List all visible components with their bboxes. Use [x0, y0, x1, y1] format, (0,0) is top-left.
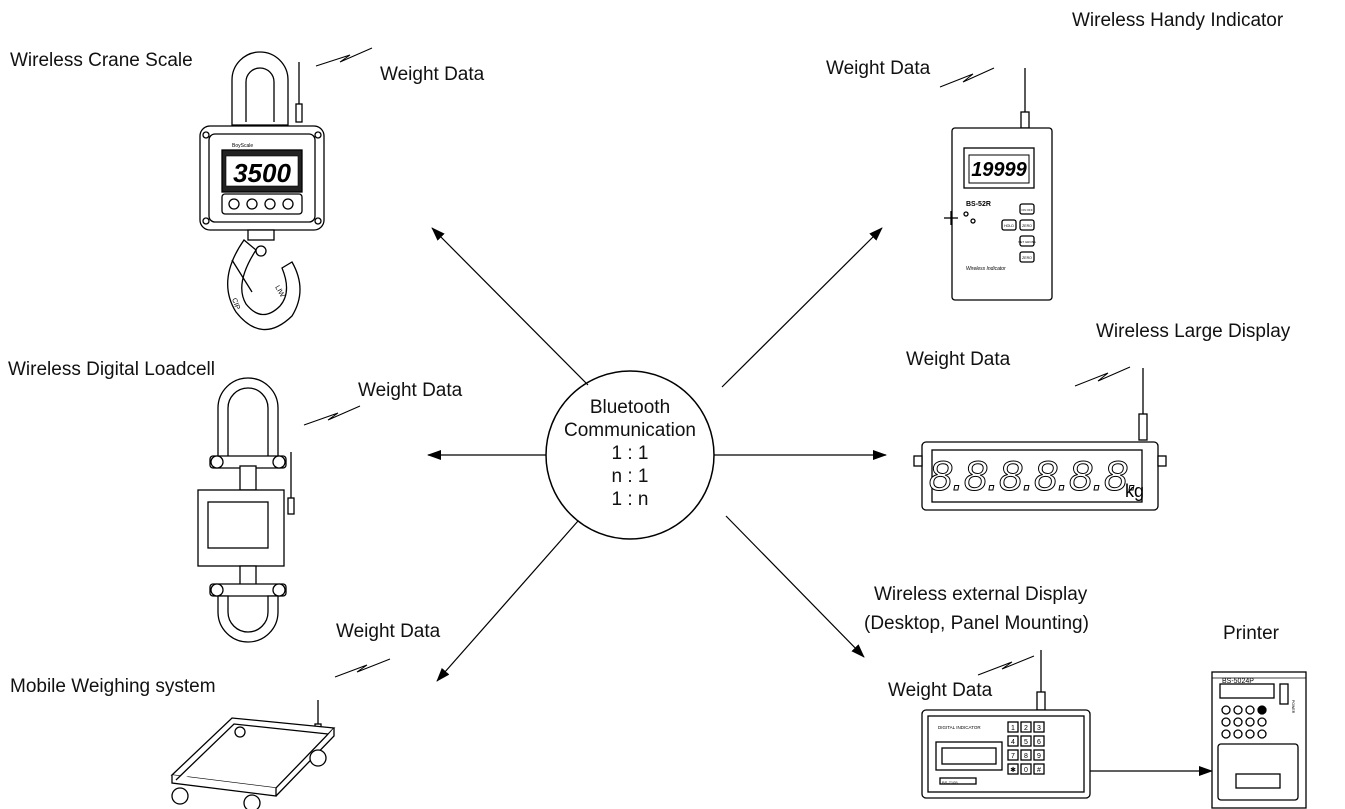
- hub-mode-1: 1 : 1: [611, 443, 649, 464]
- external-display-key-star: ✱: [1010, 766, 1016, 774]
- printer-label: Printer: [1223, 623, 1279, 644]
- handy-indicator-signal-label: Weight Data: [826, 58, 931, 79]
- external-display-key-6: 6: [1037, 739, 1041, 746]
- crane-scale-reading: 3500: [233, 158, 291, 188]
- arrow-to-handy-indicator: [721, 227, 883, 388]
- crane-scale-device: [199, 51, 325, 331]
- handy-indicator-label: Wireless Handy Indicator: [1072, 10, 1284, 31]
- crane-scale-label: Wireless Crane Scale: [10, 50, 193, 71]
- signal-icon-large-display: [1074, 366, 1131, 387]
- arrow-to-mobile-system: [436, 520, 579, 682]
- arrow-to-crane-scale: [431, 227, 589, 386]
- external-display-key-7: 7: [1011, 753, 1015, 760]
- loadcell-label: Wireless Digital Loadcell: [8, 359, 215, 380]
- handy-indicator-footer: Wireless Indicator: [966, 266, 1006, 272]
- handy-btn-net-gross: NET GROSS: [1018, 240, 1036, 244]
- external-display-signal-label: Weight Data: [888, 680, 993, 701]
- crane-scale-signal-label: Weight Data: [380, 64, 485, 85]
- large-display-signal-label: Weight Data: [906, 349, 1011, 370]
- handy-btn-on-off: ON OFF: [1021, 208, 1032, 212]
- handy-indicator-reading: 19999: [971, 159, 1027, 181]
- crane-scale-brand: BoyScale: [232, 143, 253, 149]
- signal-icon-handy: [939, 67, 995, 88]
- external-display-panel-title: DIGITAL INDICATOR: [938, 725, 981, 730]
- handy-btn-hold: HOLD: [1004, 224, 1014, 228]
- signal-icon-external: [977, 655, 1035, 676]
- handy-indicator-model: BS-52R: [966, 201, 991, 208]
- external-display-key-9: 9: [1037, 753, 1041, 760]
- external-display-key-5: 5: [1024, 739, 1028, 746]
- hub-title-line-1: Bluetooth: [589, 397, 671, 418]
- external-display-key-3: 3: [1037, 725, 1041, 732]
- handy-btn-zero: ZERO: [1022, 224, 1032, 228]
- signal-icon-loadcell: [303, 405, 361, 426]
- large-display-label: Wireless Large Display: [1096, 321, 1291, 342]
- large-display-unit: kg: [1125, 481, 1144, 501]
- external-display-device: [921, 650, 1091, 799]
- loadcell-signal-label: Weight Data: [358, 380, 463, 401]
- external-display-model: BS-7105: [942, 780, 958, 785]
- mobile-weighing-device: [170, 700, 336, 809]
- external-display-key-1: 1: [1011, 725, 1015, 732]
- external-display-label-line-1: Wireless external Display: [874, 584, 1088, 605]
- hub-label: Bluetooth Communication 1 : 1 n : 1 1 : …: [555, 396, 705, 511]
- signal-icon-crane: [315, 47, 373, 67]
- external-display-label-line-2: (Desktop, Panel Mounting): [864, 613, 1089, 634]
- large-display-device: [913, 368, 1167, 511]
- external-display-key-8: 8: [1024, 753, 1028, 760]
- signal-icon-mobile: [334, 658, 391, 678]
- digital-loadcell-device: [197, 377, 295, 643]
- handy-btn-zero-2: ZERO: [1022, 256, 1032, 260]
- crane-hook-mark-1: LIW: [273, 285, 285, 300]
- large-display-digits: 8.8.8.8.8.8.: [929, 452, 1139, 499]
- printer-power-label: POWER: [1291, 700, 1295, 714]
- printer-model: BS-5024P: [1222, 678, 1254, 685]
- signal-icons: [303, 47, 1131, 678]
- mobile-system-signal-label: Weight Data: [336, 621, 441, 642]
- external-display-key-hash: #: [1037, 767, 1041, 774]
- handy-indicator-device: [944, 68, 1053, 301]
- hub-arrows: [427, 227, 1213, 776]
- external-display-key-2: 2: [1024, 725, 1028, 732]
- printer-device: [1211, 671, 1307, 809]
- hub-title-line-2: Communication: [564, 420, 696, 441]
- arrow-to-external-display: [725, 515, 865, 658]
- crane-hook-mark-2: CIP: [230, 297, 241, 311]
- external-display-key-0: 0: [1024, 767, 1028, 774]
- mobile-system-label: Mobile Weighing system: [10, 676, 216, 697]
- hub-mode-3: 1 : n: [611, 489, 649, 510]
- external-display-key-4: 4: [1011, 739, 1015, 746]
- hub-mode-2: n : 1: [611, 466, 649, 487]
